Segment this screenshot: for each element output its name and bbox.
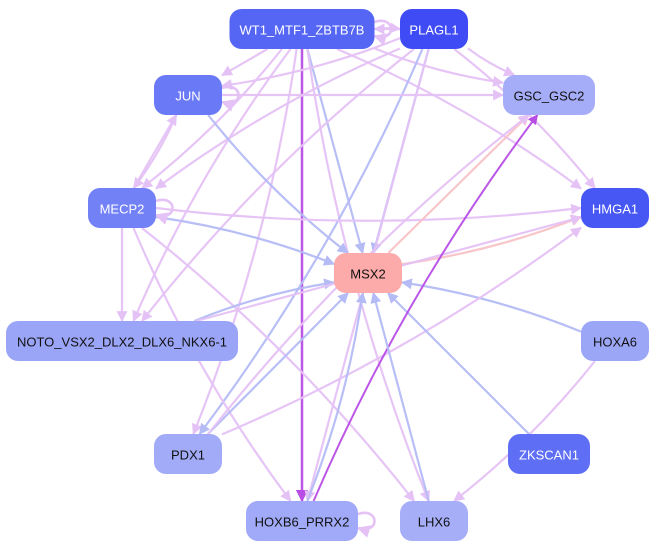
node-box-hoxb6	[246, 501, 358, 541]
edge-wt1-to-noto	[132, 48, 292, 323]
edge-plagl1-to-pdx1	[198, 48, 424, 435]
edge-wt1-to-msx2	[306, 48, 366, 255]
edge-wt1-to-jun	[221, 48, 269, 77]
node-msx2[interactable]: MSX2	[334, 253, 402, 293]
node-label-zkscan1: ZKSCAN1	[519, 448, 579, 463]
node-label-msx2: MSX2	[350, 267, 385, 282]
node-box-wt1	[229, 9, 375, 49]
node-box-gsc	[503, 75, 595, 115]
node-hoxb6[interactable]: HOXB6_PRRX2	[246, 501, 358, 541]
node-label-gsc: GSC_GSC2	[514, 89, 585, 104]
node-jun[interactable]: JUN	[154, 75, 222, 115]
node-box-mecp2	[88, 188, 156, 228]
node-label-wt1: WT1_MTF1_ZBTB7B	[240, 23, 365, 38]
node-label-lhx6: LHX6	[418, 515, 451, 530]
self-loop-jun	[220, 85, 240, 112]
node-mecp2[interactable]: MECP2	[88, 188, 156, 228]
node-box-plagl1	[400, 9, 468, 49]
node-label-jun: JUN	[175, 89, 200, 104]
edge-mecp2-to-hmga1	[155, 203, 583, 222]
edge-mecp2-to-hoxb6	[132, 227, 292, 502]
edge-hoxb6-to-msx2	[306, 291, 367, 502]
node-hmga1[interactable]: HMGA1	[581, 188, 649, 228]
edge-plagl1-to-mecp2	[155, 47, 401, 190]
edge-pdx1-to-msx2	[207, 292, 349, 435]
edge-wt1-to-hmga1	[336, 47, 582, 190]
node-hoxa6[interactable]: HOXA6	[581, 321, 649, 361]
node-label-hoxb6: HOXB6_PRRX2	[255, 515, 350, 530]
edge-zkscan1-to-msx2	[387, 292, 530, 435]
node-gsc[interactable]: GSC_GSC2	[503, 75, 595, 115]
node-wt1[interactable]: WT1_MTF1_ZBTB7B	[229, 9, 375, 49]
node-box-hoxa6	[581, 321, 649, 361]
edge-mecp2-to-msx2	[155, 215, 336, 266]
node-box-lhx6	[400, 501, 468, 541]
node-label-hoxa6: HOXA6	[593, 335, 637, 350]
edge-wt1-to-mecp2	[141, 48, 283, 189]
edge-plagl1-to-jun	[220, 37, 401, 90]
self-loops-layer	[154, 19, 393, 538]
node-pdx1[interactable]: PDX1	[154, 434, 222, 474]
node-plagl1[interactable]: PLAGL1	[400, 9, 468, 49]
self-loop-hoxb6	[356, 511, 376, 538]
node-label-pdx1: PDX1	[171, 448, 205, 463]
node-zkscan1[interactable]: ZKSCAN1	[508, 434, 590, 474]
self-loop-mecp2	[154, 198, 174, 225]
node-box-pdx1	[154, 434, 222, 474]
node-box-hmga1	[581, 188, 649, 228]
edge-plagl1-to-noto	[141, 48, 415, 322]
node-label-mecp2: MECP2	[100, 202, 145, 217]
edge-jun-to-msx2	[207, 114, 349, 254]
edge-plagl1-to-gsc	[467, 47, 516, 77]
node-box-noto	[6, 321, 238, 361]
node-box-jun	[154, 75, 222, 115]
edge-msx2-to-gsc	[387, 114, 530, 254]
node-label-noto: NOTO_VSX2_DLX2_DLX6_NKX6-1	[17, 335, 227, 350]
edge-pdx1-to-hmga1	[221, 226, 582, 436]
node-label-hmga1: HMGA1	[592, 202, 638, 217]
edge-noto-to-msx2	[193, 278, 336, 323]
edge-hoxb6-to-gsc	[312, 114, 539, 502]
node-noto[interactable]: NOTO_VSX2_DLX2_DLX6_NKX6-1	[6, 321, 238, 361]
node-lhx6[interactable]: LHX6	[400, 501, 468, 541]
edge-mecp2-to-jun	[132, 114, 178, 189]
edge-lhx6-to-msx2	[370, 291, 430, 502]
node-label-plagl1: PLAGL1	[409, 23, 458, 38]
node-box-msx2	[334, 253, 402, 293]
self-loop-wt1	[373, 19, 393, 46]
node-box-zkscan1	[508, 434, 590, 474]
